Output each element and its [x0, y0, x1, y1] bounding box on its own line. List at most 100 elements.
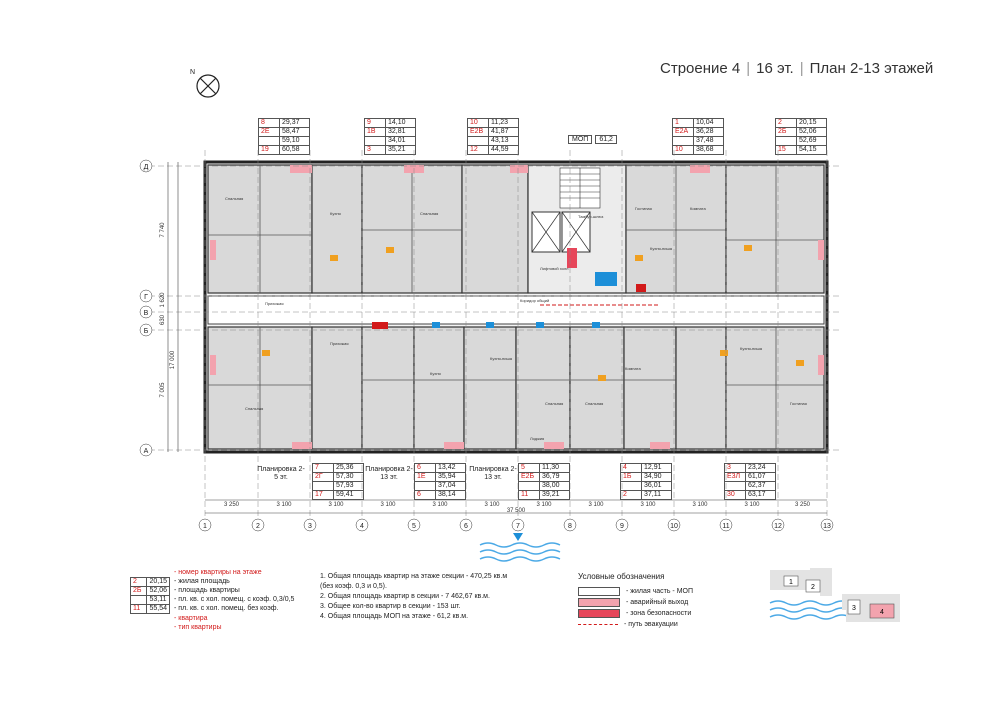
symbol-label: - аварийный выход [626, 599, 689, 606]
key-plan: 1 2 3 4 [770, 568, 900, 622]
apt-box-value: 11,30 [539, 463, 570, 473]
axis-number: 1 [203, 523, 207, 530]
axis-number: 9 [620, 523, 624, 530]
symbol-row: - аварийный выход [578, 597, 693, 608]
axis-number: 11 [722, 523, 729, 530]
dimension-label: 3 100 [692, 502, 708, 508]
axis-bubble [355, 518, 369, 532]
apt-box-value: 54,15 [796, 145, 827, 155]
legend-apartment: - квартира [174, 615, 208, 622]
axis-number: 7 [516, 523, 520, 530]
dimension-label: 3 100 [276, 502, 292, 508]
apt-box-value: 60,58 [279, 145, 310, 155]
building-name: Строение 4 [660, 60, 741, 77]
apt-box-value: 20,15 [146, 577, 170, 587]
axis-bubble [139, 323, 153, 337]
symbol-label: - зона безопасности [626, 610, 692, 617]
dimension-label: 630 [160, 314, 166, 325]
axis-number: 3 [308, 523, 312, 530]
axis-bubble [251, 518, 265, 532]
apt-box-value: 38,14 [435, 490, 466, 500]
room-label: Спальная [545, 401, 563, 406]
apt-box-value: 34,90 [641, 472, 672, 482]
apt-box-value: 37,11 [641, 490, 672, 500]
apt-box-key [312, 481, 334, 491]
axis-bubble [139, 305, 153, 319]
room-label: Кухня-ниша [650, 246, 673, 251]
apt-box-key: 11 [129, 604, 148, 614]
north-label: N [190, 69, 195, 76]
dimension-total: 37 500 [507, 508, 526, 514]
plan-label-3: Планировка 2-13 эт. [469, 466, 517, 481]
axis-bubble [139, 289, 153, 303]
apt-box-value: 36,79 [539, 472, 570, 482]
apt-box-value: 38,00 [539, 481, 570, 491]
dimension-label: 3 250 [224, 502, 240, 508]
dimension-label: 7 005 [160, 382, 166, 398]
apt-box-key [129, 595, 148, 605]
apt-box-key [414, 481, 436, 491]
axis-bubble [615, 518, 629, 532]
room-label: Тамбур-шлюз [578, 214, 603, 219]
floor-count: 16 эт. [756, 60, 794, 77]
axis-bubble [719, 518, 733, 532]
plan-name: План 2-13 этажей [809, 60, 934, 77]
room-label: Спальная [225, 196, 243, 201]
mop-value: 61,2 [595, 135, 617, 144]
apt-box-key [724, 481, 746, 491]
axis-letter: Г [144, 294, 148, 301]
apt-box-key: 30 [724, 490, 746, 500]
symbol-label: - жилая часть - МОП [626, 588, 694, 595]
symbols-heading: Условные обозначения [578, 572, 665, 581]
apt-box-row: 38,00 [518, 481, 570, 491]
room-label: Прихожая [265, 301, 284, 306]
dimension-label: 3 100 [432, 502, 448, 508]
swatch-residential [578, 587, 620, 596]
sheet-title: Строение 4|16 эт.|План 2-13 этажей [660, 60, 934, 77]
apt-box-row: 36,01 [620, 481, 672, 491]
room-label: Коридор общий [520, 298, 549, 303]
dimension-label: 7 740 [160, 222, 166, 238]
axis-bubble [198, 518, 212, 532]
room-label: Прихожая [330, 341, 349, 346]
swatch-safety-zone [578, 609, 620, 618]
key-plan-1: 1 [789, 579, 793, 586]
apt-box-key: 4 [620, 463, 642, 473]
apt-box-value: 62,37 [745, 481, 776, 491]
axis-letter: Д [144, 164, 149, 171]
symbol-row: - жилая часть - МОП [578, 586, 693, 597]
legend-floor-number: - номер квартиры на этаже [174, 569, 262, 576]
apt-box-row: 53,11 [129, 595, 170, 605]
north-arrow-icon: N [190, 69, 220, 98]
key-plan-4: 4 [880, 609, 884, 616]
room-label: Спальная [585, 401, 603, 406]
plan-label-2: Планировка 2-13 эт. [365, 466, 413, 481]
room-label: Лоджия [530, 436, 544, 441]
apt-box-row: 57,93 [312, 481, 364, 491]
room-label: Спальная [420, 211, 438, 216]
dimension-label: 3 100 [744, 502, 760, 508]
axis-number: 10 [670, 523, 678, 530]
